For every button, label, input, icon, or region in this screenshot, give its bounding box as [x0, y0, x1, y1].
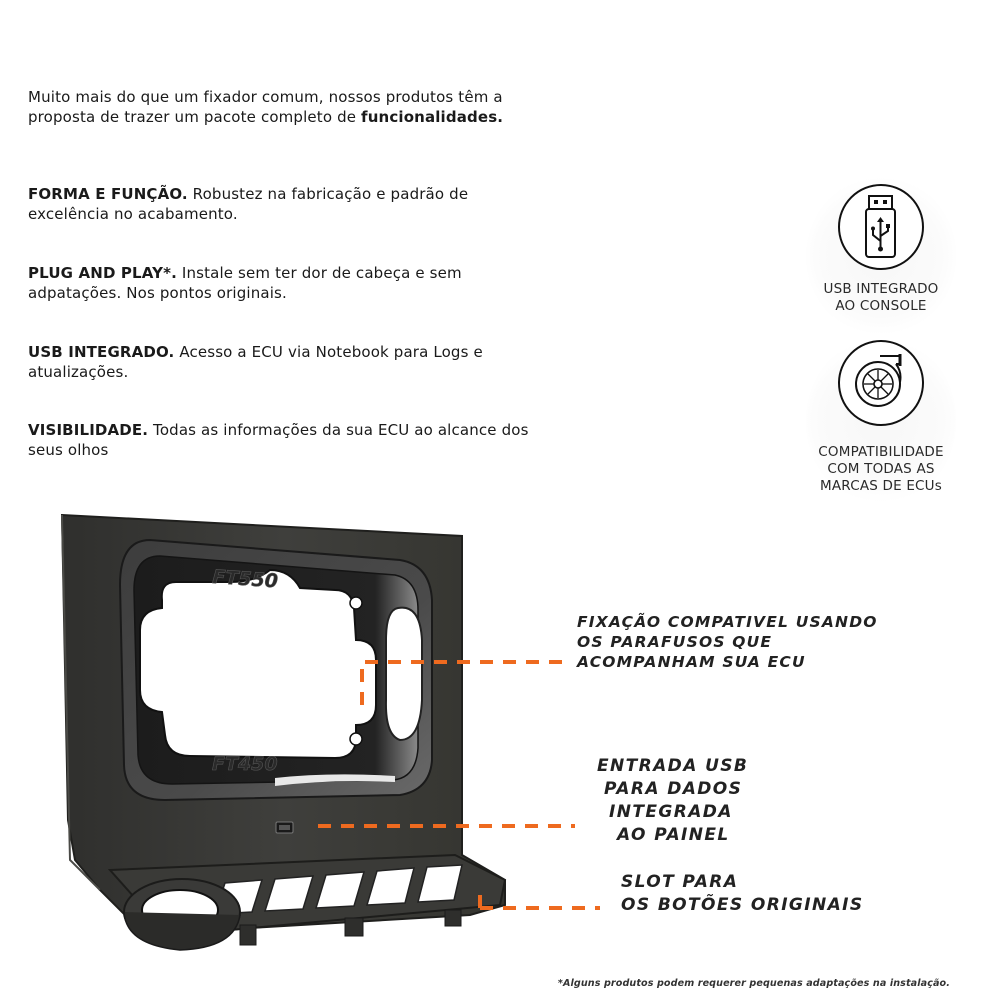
callout-line: ENTRADA USB	[597, 756, 749, 776]
turbo-icon	[838, 340, 924, 426]
callout-line: ACOMPANHAM SUA ECU	[577, 653, 806, 671]
screw-hole	[349, 596, 363, 610]
feature-usb-integrado: USB INTEGRADO. Acesso a ECU via Notebook…	[28, 343, 533, 382]
badge-line: COM TODAS AS	[827, 461, 935, 477]
mount-tabs	[239, 909, 462, 946]
badge-turbo-label: COMPATIBILIDADE COM TODAS AS MARCAS DE E…	[806, 444, 956, 495]
feature-plug-and-play: PLUG AND PLAY*. Instale sem ter dor de c…	[28, 264, 533, 303]
callout-line: OS PARAFUSOS QUE	[577, 633, 773, 651]
logo-top: FT550	[212, 566, 279, 593]
feature-visibilidade: VISIBILIDADE. Todas as informações da su…	[28, 421, 533, 460]
callout-line: OS BOTÕES ORIGINAIS	[621, 895, 864, 915]
badge-line: COMPATIBILIDADE	[818, 444, 944, 460]
feature-text: Todas as informações da sua ECU ao alcan…	[28, 421, 529, 459]
intro-bold-text: funcionalidades.	[361, 107, 504, 126]
callout-fixacao: FIXAÇÃO COMPATIVEL USANDO OS PARAFUSOS Q…	[577, 612, 878, 672]
callout-line: INTEGRADA	[609, 802, 733, 822]
callout-leader-lines	[318, 660, 600, 910]
feature-title: FORMA E FUNÇÃO.	[28, 185, 188, 203]
usb-drive-icon	[838, 184, 924, 270]
feature-title: PLUG AND PLAY*.	[28, 264, 177, 282]
callout-line: AO PAINEL	[617, 825, 730, 845]
badge-line: AO CONSOLE	[835, 298, 927, 314]
feature-title: VISIBILIDADE.	[28, 421, 149, 439]
badge-line: MARCAS DE ECUs	[820, 478, 942, 494]
callout-line: PARA DADOS	[604, 779, 743, 799]
callout-entrada-usb: ENTRADA USB PARA DADOS INTEGRADA AO PAIN…	[597, 755, 748, 847]
feature-forma-funcao: FORMA E FUNÇÃO. Robustez na fabricação e…	[28, 185, 533, 224]
badge-line: USB INTEGRADO	[823, 281, 939, 297]
feature-text: Robustez na fabricação e padrão de excel…	[28, 185, 469, 223]
intro-paragraph: Muito mais do que um fixador comum, noss…	[28, 88, 533, 127]
display-window	[139, 568, 377, 760]
callout-slot: SLOT PARA OS BOTÕES ORIGINAIS	[621, 871, 864, 917]
feature-text: Instale sem ter dor de cabeça e sem adpa…	[28, 264, 462, 302]
feature-text: Acesso a ECU via Notebook para Logs e at…	[28, 343, 483, 381]
screw-hole	[349, 732, 363, 746]
footnote: *Alguns produtos podem requerer pequenas…	[557, 978, 950, 989]
intro-text: Muito mais do que um fixador comum, noss…	[28, 88, 503, 126]
side-opening	[384, 606, 423, 742]
feature-title: USB INTEGRADO.	[28, 343, 175, 361]
callout-line: FIXAÇÃO COMPATIVEL USANDO	[577, 613, 878, 631]
callout-line: SLOT PARA	[621, 872, 739, 892]
logo-bottom: FT450	[212, 753, 278, 775]
badge-usb-label: USB INTEGRADO AO CONSOLE	[806, 281, 956, 315]
